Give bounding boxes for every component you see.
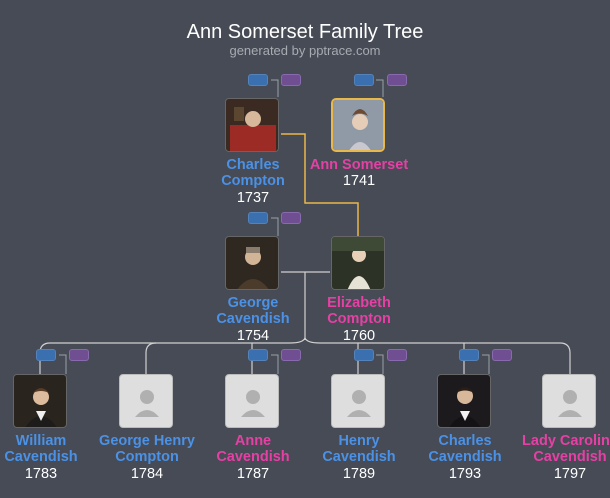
mother-toggle-icon[interactable] [281, 349, 301, 361]
father-toggle-icon[interactable] [248, 74, 268, 86]
ancestor-connector [271, 217, 279, 236]
birth-year: 1787 [236, 465, 270, 482]
person-silhouette-icon[interactable] [225, 374, 279, 428]
person-silhouette-icon[interactable] [542, 374, 596, 428]
birth-year: 1797 [553, 465, 587, 482]
birth-year: 1737 [236, 189, 270, 206]
birth-year: 1793 [448, 465, 482, 482]
father-toggle-icon[interactable] [354, 74, 374, 86]
birth-year: 1741 [342, 173, 376, 190]
portrait-photo-icon[interactable] [437, 374, 491, 428]
father-toggle-icon[interactable] [354, 349, 374, 361]
mother-toggle-icon[interactable] [492, 349, 512, 361]
mother-toggle-icon[interactable] [387, 74, 407, 86]
portrait-photo-icon[interactable] [225, 98, 279, 152]
ancestor-connector [376, 79, 384, 97]
mother-toggle-icon[interactable] [387, 349, 407, 361]
child-drop [145, 342, 157, 354]
ancestor-connector [59, 354, 67, 374]
ancestor-connector [271, 79, 279, 97]
portrait-photo-icon[interactable] [13, 374, 67, 428]
tree-subtitle: generated by pptrace.com [229, 43, 381, 58]
ancestor-connector [376, 354, 384, 374]
birth-year: 1783 [24, 465, 58, 482]
father-toggle-icon[interactable] [459, 349, 479, 361]
birth-year: 1760 [342, 327, 376, 344]
portrait-photo-icon[interactable] [331, 98, 385, 152]
father-toggle-icon[interactable] [248, 212, 268, 224]
sibling-bar [39, 336, 571, 374]
portrait-photo-icon[interactable] [331, 236, 385, 290]
tree-title: Ann Somerset Family Tree [186, 21, 424, 43]
father-toggle-icon[interactable] [248, 349, 268, 361]
mother-toggle-icon[interactable] [281, 74, 301, 86]
ancestor-connector [482, 354, 490, 374]
portrait-photo-icon[interactable] [225, 236, 279, 290]
birth-year: 1789 [342, 465, 376, 482]
birth-year: 1754 [236, 327, 270, 344]
mother-toggle-icon[interactable] [281, 212, 301, 224]
person-silhouette-icon[interactable] [331, 374, 385, 428]
father-toggle-icon[interactable] [36, 349, 56, 361]
person-silhouette-icon[interactable] [119, 374, 173, 428]
mother-toggle-icon[interactable] [69, 349, 89, 361]
spouse-link [281, 133, 359, 236]
ancestor-connector [271, 354, 279, 374]
birth-year: 1784 [130, 465, 164, 482]
